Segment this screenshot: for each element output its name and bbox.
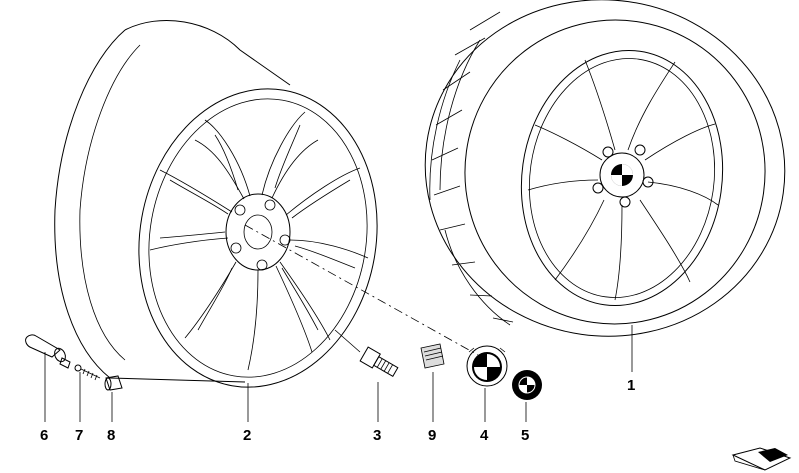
callout-5: 5 — [521, 427, 529, 444]
callout-7: 7 — [75, 427, 83, 444]
callout-6: 6 — [40, 427, 48, 444]
complete-wheel-tire-icon — [424, 0, 786, 337]
valve-cap-icon — [104, 375, 123, 391]
callout-2: 2 — [243, 427, 251, 444]
tire-valve-icon — [25, 334, 71, 369]
callout-3: 3 — [373, 427, 381, 444]
hub-cap-emblem-icon — [466, 345, 508, 387]
callout-8: 8 — [107, 427, 115, 444]
callout-4: 4 — [480, 427, 489, 444]
alloy-rim-icon — [54, 20, 378, 388]
label-plate-icon — [420, 343, 445, 369]
page-corner-icon — [731, 447, 792, 471]
callout-9: 9 — [428, 427, 436, 444]
callout-1: 1 — [627, 377, 635, 394]
roundel-badge-icon — [512, 370, 542, 400]
wheel-bolt-icon — [359, 346, 399, 378]
valve-core-icon — [74, 364, 101, 381]
leader-lines — [44, 325, 633, 422]
assembly-axis-line — [244, 224, 479, 356]
